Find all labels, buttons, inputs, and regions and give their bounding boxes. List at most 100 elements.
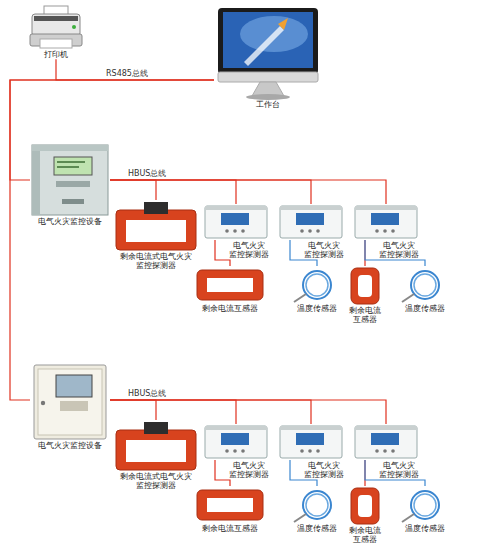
- key-button: [391, 449, 395, 453]
- terminal-strip: [205, 206, 267, 210]
- device-label: 工作台: [214, 100, 322, 109]
- device-illustration: [30, 143, 110, 217]
- cabinet-body: [34, 365, 106, 439]
- residual-current-detector-node: 剩余电流式电气火灾 监控探测器: [110, 200, 202, 270]
- cabinet-top: [32, 145, 108, 151]
- lcd-display: [221, 433, 249, 445]
- detector-node: 电气火灾 监控探测器: [203, 204, 269, 240]
- lcd-display: [296, 213, 324, 225]
- cabinet-body: [32, 145, 108, 215]
- key-button: [300, 229, 304, 233]
- device-label: 温度传感器: [392, 304, 458, 313]
- bus-label: HBUS总线: [128, 388, 166, 399]
- detector-body: [355, 426, 417, 458]
- key-button: [241, 229, 245, 233]
- device-illustration: [345, 486, 385, 526]
- ct-ring: [197, 270, 263, 300]
- cabinet-side: [32, 145, 40, 215]
- device-label: 电气火灾 监控探测器: [302, 241, 346, 259]
- printer-body: [32, 14, 80, 36]
- printer-node: 打印机: [26, 4, 86, 59]
- bus-wire: [110, 400, 156, 420]
- ct-hole: [358, 275, 372, 297]
- ct-hole: [126, 440, 186, 462]
- temperature-sensor-node: 温度传感器: [392, 266, 458, 313]
- ct-ring: [116, 430, 196, 470]
- printer-top-panel: [34, 16, 78, 21]
- device-illustration: [353, 204, 419, 240]
- lcd-line: [57, 161, 85, 163]
- detector-body: [355, 206, 417, 238]
- device-label: 电气火灾监控设备: [30, 441, 110, 450]
- device-label: 剩余电流互感器: [193, 524, 267, 533]
- monitor-device-node: 电气火灾监控设备: [30, 143, 110, 226]
- device-illustration: [203, 204, 269, 240]
- output-paper: [40, 39, 72, 48]
- temperature-sensor-node: 温度传感器: [284, 266, 350, 313]
- key-button: [233, 449, 237, 453]
- device-label: 温度传感器: [392, 524, 458, 533]
- device-illustration: [203, 424, 269, 460]
- key-row: [56, 181, 90, 187]
- detector-node: 电气火灾 监控探测器: [278, 424, 344, 460]
- sensor-probe: [402, 294, 414, 302]
- bus-wire: [215, 460, 230, 486]
- device-label: 电气火灾监控设备: [30, 217, 110, 226]
- device-label: 电气火灾 监控探测器: [377, 241, 421, 259]
- key-button: [391, 229, 395, 233]
- detector-head: [144, 202, 168, 214]
- screen-streak: [244, 26, 284, 66]
- lcd-display: [371, 213, 399, 225]
- ct-ring: [197, 490, 263, 520]
- device-label: 电气火灾 监控探测器: [227, 241, 271, 259]
- key-pad: [60, 401, 88, 411]
- key-button: [375, 449, 379, 453]
- key-button: [241, 449, 245, 453]
- device-label: 电气火灾 监控探测器: [302, 461, 346, 479]
- detector-node: 电气火灾 监控探测器: [203, 424, 269, 460]
- bus-wire: [365, 240, 425, 266]
- ct-hole: [126, 220, 186, 242]
- power-led: [72, 25, 76, 29]
- current-transformer-node: 剩余电流互感器: [193, 486, 267, 533]
- key-button: [383, 449, 387, 453]
- device-label: 温度传感器: [284, 304, 350, 313]
- device-illustration: [392, 486, 458, 524]
- bus-wire: [110, 180, 156, 200]
- key-button: [225, 229, 229, 233]
- detector-body: [205, 206, 267, 238]
- sensor-coil: [411, 491, 439, 519]
- detector-body: [280, 206, 342, 238]
- temperature-sensor-node: 温度传感器: [392, 486, 458, 533]
- sensor-probe: [294, 514, 306, 522]
- ct-hole: [207, 498, 253, 512]
- device-illustration: [284, 486, 350, 524]
- sensor-coil: [306, 494, 328, 516]
- bus-wire: [365, 460, 425, 486]
- device-illustration: [278, 204, 344, 240]
- key-button: [225, 449, 229, 453]
- device-label: 打印机: [26, 50, 86, 59]
- device-label: 剩余电流 互感器: [345, 306, 385, 324]
- device-label: 剩余电流互感器: [193, 304, 267, 313]
- lcd-display: [296, 433, 324, 445]
- device-label: 电气火灾 监控探测器: [227, 461, 271, 479]
- cabinet-door: [38, 369, 102, 435]
- ct-ring: [351, 488, 379, 524]
- key-button: [383, 229, 387, 233]
- ct-hole: [358, 495, 372, 517]
- current-transformer-node: 剩余电流 互感器: [345, 266, 385, 324]
- bus-wire: [110, 400, 311, 424]
- detector-node: 电气火灾 监控探测器: [278, 204, 344, 240]
- lcd-display: [221, 213, 249, 225]
- bus-wire: [10, 80, 214, 400]
- device-label: 剩余电流 互感器: [345, 526, 385, 544]
- device-illustration: [193, 266, 267, 304]
- device-illustration: [345, 266, 385, 306]
- sensor-coil: [414, 274, 436, 296]
- sensor-coil: [414, 494, 436, 516]
- ct-ring: [116, 210, 196, 250]
- monitor-chin: [218, 72, 318, 82]
- monitor-screen: [223, 12, 313, 68]
